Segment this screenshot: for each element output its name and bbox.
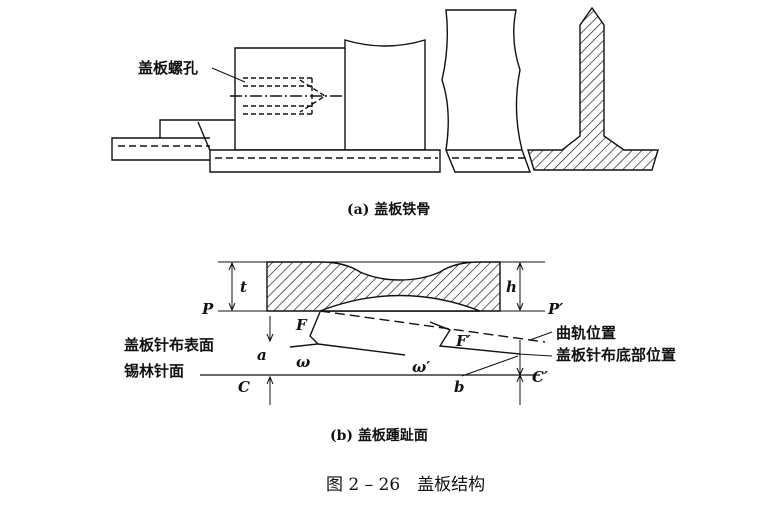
flat-clothing-right [429, 321, 521, 355]
letter-omega-prime: ω′ [412, 358, 430, 376]
frame-bottom-rail [209, 149, 441, 173]
caption-b: (b) 盖板踵趾面 [330, 427, 428, 444]
letter-F: F [295, 316, 308, 334]
diagram-b [200, 261, 553, 405]
letter-P-prime: P′ [547, 300, 563, 318]
frame-step-lower [111, 137, 210, 161]
caption-a: (a) 盖板铁骨 [347, 201, 430, 218]
label-curve-position: 曲轨位置 [556, 324, 616, 342]
letter-F-prime: F′ [455, 332, 471, 350]
figure-caption: 图 2 – 26 盖板结构 [326, 475, 485, 495]
leader-curve [529, 331, 553, 341]
callout-screw-hole: 盖板螺孔 [138, 59, 198, 77]
label-flat-surface: 盖板针布表面 [124, 336, 214, 354]
letter-omega: ω [296, 353, 310, 371]
letter-t: t [240, 278, 247, 296]
screw-hole [243, 77, 327, 115]
letter-a: a [257, 346, 267, 364]
side-view-body [441, 9, 531, 173]
heel-toe-arc [319, 294, 481, 312]
diagram-a [111, 6, 659, 173]
leader-base [517, 353, 553, 357]
letter-C-prime: C′ [532, 368, 548, 386]
flat-frame-body [234, 39, 426, 151]
flat-clothing-left [289, 311, 321, 348]
frame-step-upper [159, 119, 235, 139]
flat-section [266, 261, 501, 312]
curve-dash [319, 310, 546, 343]
letter-C: C [238, 378, 250, 396]
t-section [527, 6, 659, 171]
flat-clothing-line [317, 343, 406, 356]
letter-b: b [454, 378, 465, 396]
b-leader [461, 355, 519, 377]
letter-P: P [201, 300, 214, 318]
label-flat-base-position: 盖板针布底部位置 [556, 346, 676, 364]
letter-h: h [506, 278, 517, 296]
label-cylinder-surface: 锡林针面 [124, 362, 184, 380]
callout-leader [211, 67, 246, 83]
